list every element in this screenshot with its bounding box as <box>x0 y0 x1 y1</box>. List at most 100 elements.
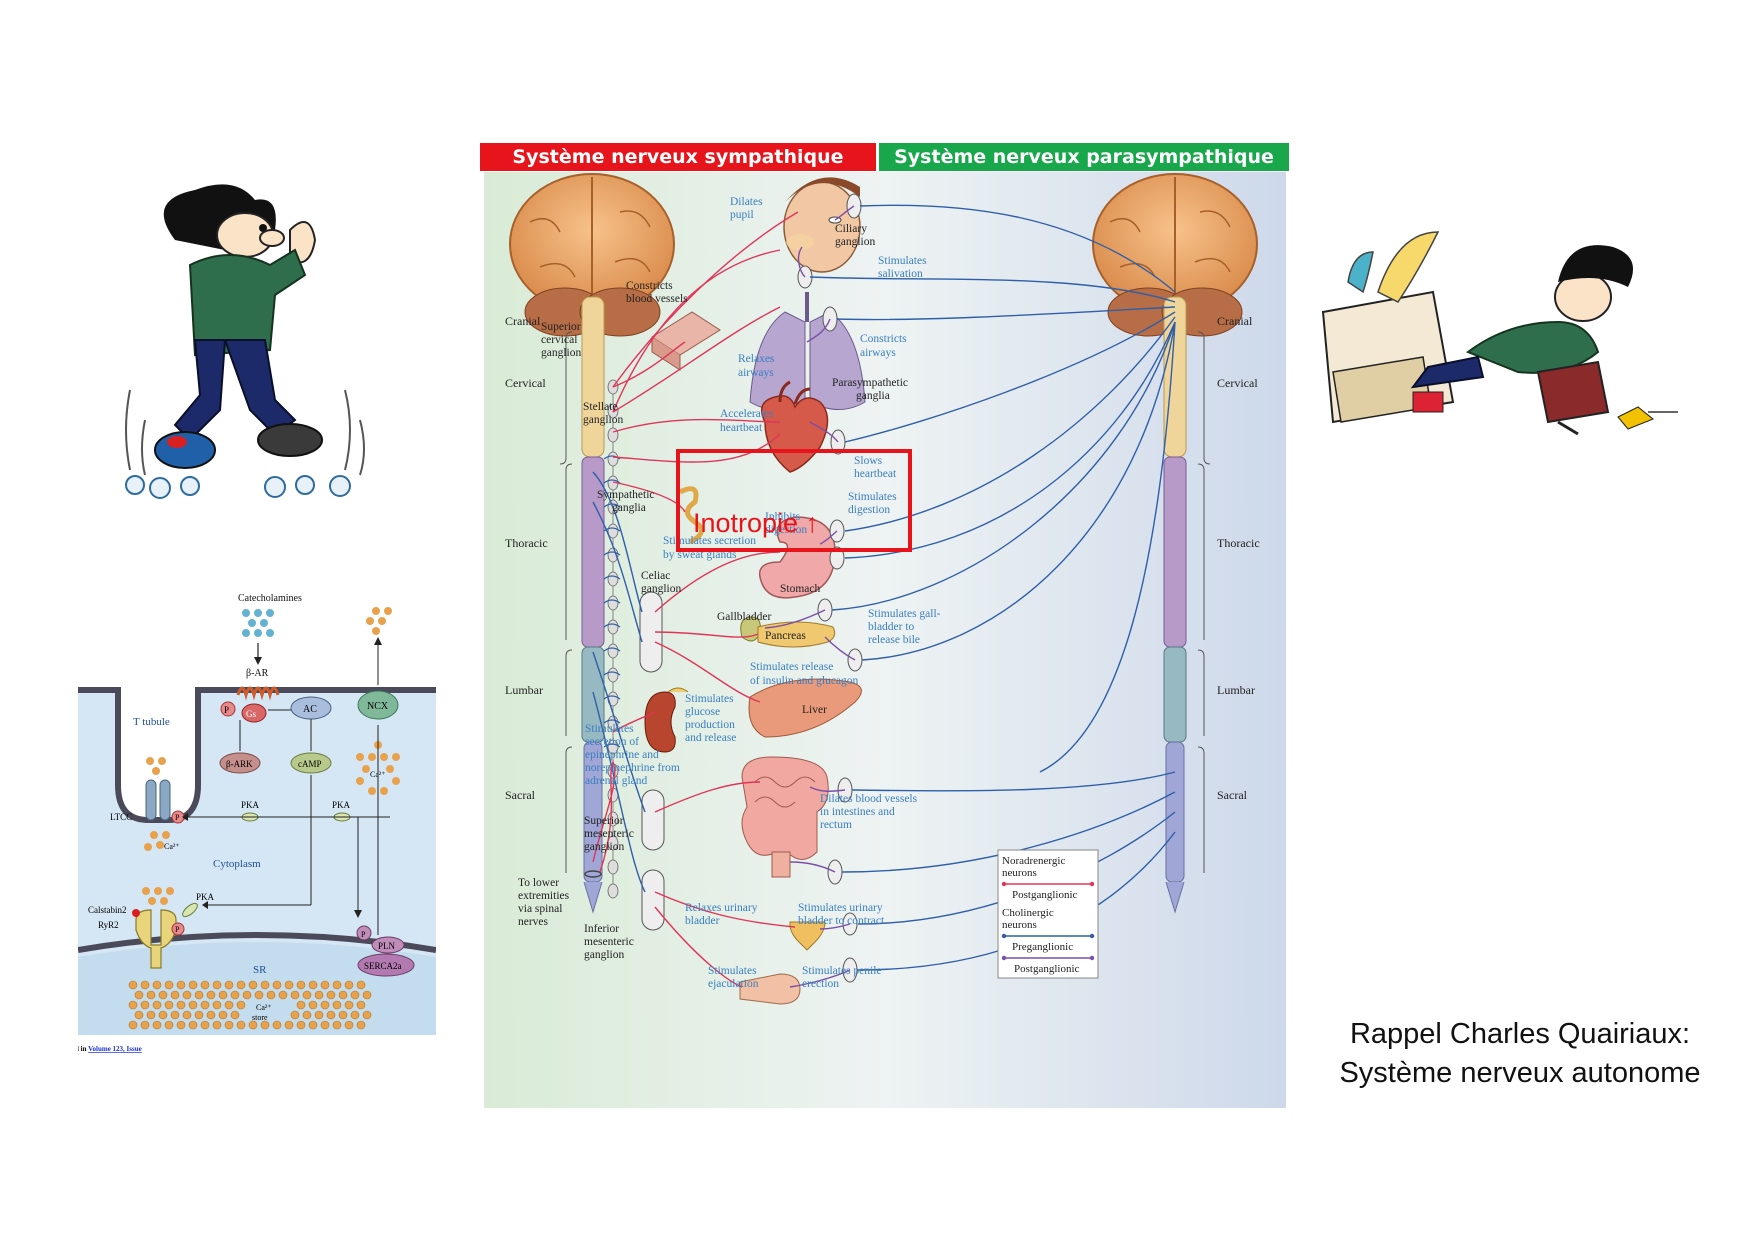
inotropie-highlight-box <box>676 449 912 552</box>
svg-text:Ca²⁺: Ca²⁺ <box>164 842 180 851</box>
parasympathetic-banner: Système nerveux parasympathique <box>879 143 1289 171</box>
camp <box>290 752 332 774</box>
right-spinal-cord-lumbar <box>1163 646 1187 743</box>
region-label-cervical-left: Cervical <box>505 376 546 390</box>
label-gallbladder: Gallbladder <box>717 611 771 623</box>
svg-text:Postganglionic: Postganglionic <box>1012 889 1078 901</box>
svg-text:PKA: PKA <box>196 892 215 902</box>
svg-text:SERCA2a: SERCA2a <box>364 961 402 971</box>
svg-text:Postganglionic: Postganglionic <box>1014 963 1080 975</box>
svg-text:AC: AC <box>303 704 317 715</box>
svg-text:Ca²⁺: Ca²⁺ <box>256 1003 272 1012</box>
organ-kidney <box>644 687 689 753</box>
cardiomyocyte-signaling-diagram: Catecholamines β-AR P Gs AC NCX T tubule… <box>78 593 436 1053</box>
label-pancreas: Pancreas <box>765 630 806 642</box>
svg-text:PKA: PKA <box>332 800 351 810</box>
region-label-sacral-left: Sacral <box>505 788 536 802</box>
svg-text:P: P <box>361 930 366 939</box>
svg-text:P: P <box>175 813 180 822</box>
svg-text:Preganglionic: Preganglionic <box>1012 941 1073 953</box>
stomach-ganglion-box-2 <box>829 546 845 570</box>
svg-text:T tubule: T tubule <box>133 716 170 728</box>
organ-bladder <box>789 921 826 951</box>
organ-head <box>783 177 861 273</box>
left-spinal-cord-thoracic <box>581 456 605 648</box>
organ-blood-vessels <box>651 311 721 371</box>
organ-stomach <box>758 516 836 599</box>
right-spinal-cord-cervical <box>1163 296 1187 458</box>
left-spinal-cord-cervical <box>581 296 605 458</box>
phospho-p-1 <box>220 701 236 717</box>
organ-lungs <box>749 292 866 410</box>
cytoplasm-label: Cytoplasm <box>213 858 261 870</box>
sympathetic-banner: Système nerveux sympathique <box>480 143 876 171</box>
label-stomach: Stomach <box>780 583 820 595</box>
inotropie-label: Inotropie ↑ <box>693 508 819 538</box>
svg-text:P: P <box>175 925 180 934</box>
cartoon-character-sleeping <box>1321 231 1678 436</box>
organ-sweat-glands <box>678 486 704 545</box>
svg-text:NCX: NCX <box>367 701 389 712</box>
label-liver: Liver <box>802 704 827 716</box>
gs-protein <box>241 703 267 723</box>
svg-text:PKA: PKA <box>241 800 260 810</box>
svg-text:store: store <box>252 1013 268 1022</box>
organ-penis <box>739 973 801 1005</box>
caption-line-1: Rappel Charles Quairiaux: <box>1349 1018 1691 1050</box>
beta-ark <box>219 752 261 774</box>
svg-text:LTCC: LTCC <box>110 812 132 822</box>
superior-mesenteric-ganglion-shape <box>641 789 665 851</box>
inferior-mesenteric-ganglion-shape <box>641 869 665 931</box>
svg-text:hed in Volume 123, Issue: hed in Volume 123, Issue <box>78 1045 142 1053</box>
svg-text:cAMP: cAMP <box>298 759 322 769</box>
region-label-lumbar-left: Lumbar <box>505 683 543 697</box>
region-label-thoracic-left: Thoracic <box>505 536 548 550</box>
svg-text:RyR2: RyR2 <box>98 920 119 930</box>
cartoon-character-running <box>125 184 365 499</box>
organ-liver <box>748 678 862 738</box>
left-brain <box>509 173 675 337</box>
pln <box>371 936 405 954</box>
serca2a <box>357 953 415 977</box>
region-label-cranial-left: Cranial <box>505 314 541 328</box>
ncx-exchanger <box>357 690 399 720</box>
region-label-cervical-right: Cervical <box>1217 376 1258 390</box>
catecholamines-label: Catecholamines <box>238 593 302 604</box>
autonomic-nervous-system-diagram: Cranial Cervical Thoracic Lumbar Sacral … <box>484 172 1286 1108</box>
sr-label: SR <box>253 964 267 976</box>
region-label-cranial-right: Cranial <box>1217 314 1253 328</box>
svg-text:Gs: Gs <box>246 709 256 719</box>
svg-text:β-ARK: β-ARK <box>226 759 253 769</box>
svg-text:P: P <box>224 705 229 715</box>
caption: Rappel Charles Quairiaux: Système nerveu… <box>1310 1015 1730 1093</box>
region-label-thoracic-right: Thoracic <box>1217 536 1260 550</box>
caption-line-2: Système nerveux autonome <box>1339 1057 1701 1089</box>
